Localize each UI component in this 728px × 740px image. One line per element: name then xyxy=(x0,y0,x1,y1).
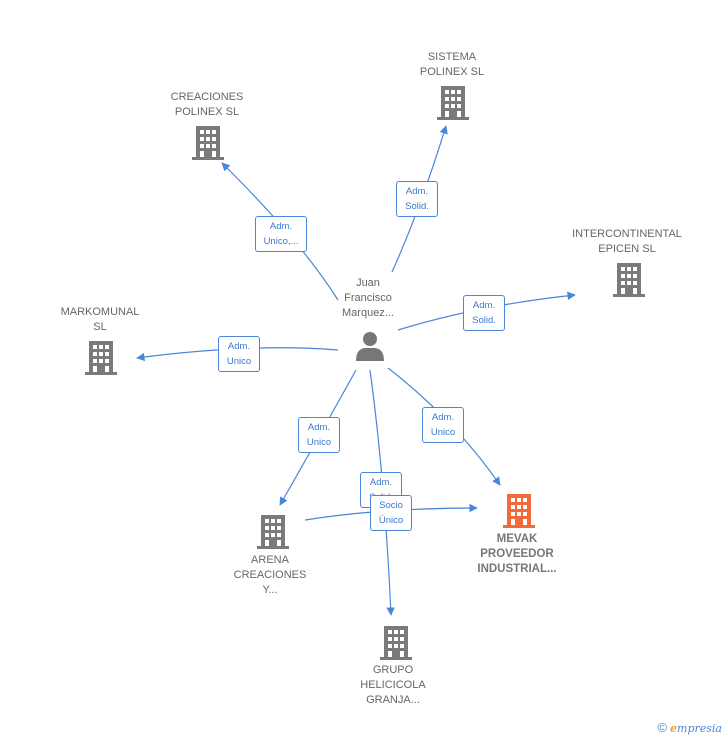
copyright-icon: © xyxy=(657,720,667,735)
building-icon[interactable] xyxy=(192,126,224,160)
edge-label-line: Adm. xyxy=(307,422,331,433)
company-name-line: CREACIONES xyxy=(170,91,244,103)
edge-label-line: Unico xyxy=(226,356,252,367)
building-icon[interactable] xyxy=(437,86,469,120)
edge-label-line: Unico xyxy=(306,437,332,448)
edge-label-intercontinental[interactable]: Adm. Solid. xyxy=(463,295,505,331)
person-name-line: Francisco xyxy=(344,292,392,304)
edge-label-line: Adm. xyxy=(431,412,455,423)
company-name-line: MARKOMUNAL xyxy=(60,306,140,318)
company-name-line: CREACIONES xyxy=(233,569,307,581)
building-icon[interactable] xyxy=(613,263,645,297)
footer-brand: © empresia xyxy=(657,720,722,735)
building-icon[interactable] xyxy=(257,515,289,549)
company-name-line: INDUSTRIAL... xyxy=(477,563,557,575)
edge-label-sistema-polinex[interactable]: Adm. Solid. xyxy=(396,181,438,217)
building-icon[interactable] xyxy=(380,626,412,660)
building-icon[interactable] xyxy=(85,341,117,375)
person-name[interactable]: Juan Francisco Marquez... xyxy=(328,276,408,321)
edge-label-markomunal[interactable]: Adm. Unico xyxy=(218,336,260,372)
brand-rest: mpresia xyxy=(677,722,722,735)
company-name-line: MEVAK xyxy=(496,533,538,545)
company-name-line: SISTEMA xyxy=(427,51,477,63)
person-icon[interactable] xyxy=(355,330,385,362)
edge-label-line: Adm. xyxy=(369,477,393,488)
company-name-line: SL xyxy=(93,321,107,333)
edge-label-line: Adm. xyxy=(269,221,293,232)
building-icon-highlight[interactable] xyxy=(503,494,535,528)
company-name-line: PROVEEDOR xyxy=(480,548,554,560)
company-name-line: INTERCONTINENTAL xyxy=(572,228,682,240)
edge-label-line: Adm. xyxy=(227,341,251,352)
edge-label-line: Unico xyxy=(430,427,456,438)
company-name-line: Y... xyxy=(262,584,278,596)
person-name-line: Juan xyxy=(356,277,380,289)
edge-label-arena-to-mevak[interactable]: Socio Único xyxy=(370,495,412,531)
company-label-mevak[interactable]: MEVAK PROVEEDOR INDUSTRIAL... xyxy=(447,532,587,577)
edge-label-line: Socio xyxy=(379,500,403,511)
company-name-line: POLINEX SL xyxy=(419,66,485,78)
brand-logo: empresia xyxy=(670,722,722,735)
edge-label-line: Adm. xyxy=(472,300,496,311)
company-label-arena-creaciones[interactable]: ARENA CREACIONES Y... xyxy=(200,553,340,598)
company-label-sistema-polinex[interactable]: SISTEMA POLINEX SL xyxy=(382,50,522,80)
company-label-grupo-helicicola[interactable]: GRUPO HELICICOLA GRANJA... xyxy=(323,663,463,708)
person-name-line: Marquez... xyxy=(342,307,394,319)
edge-label-arena[interactable]: Adm. Unico xyxy=(298,417,340,453)
company-label-creaciones-polinex[interactable]: CREACIONES POLINEX SL xyxy=(137,90,277,120)
edge-label-line: Adm. xyxy=(405,186,429,197)
edge-label-line: Único xyxy=(378,515,404,526)
company-name-line: GRANJA... xyxy=(366,694,420,706)
company-name-line: HELICICOLA xyxy=(360,679,426,691)
edge-label-line: Solid. xyxy=(405,201,429,212)
edge-label-mevak[interactable]: Adm. Unico xyxy=(422,407,464,443)
edge-label-line: Unico,... xyxy=(263,236,299,247)
company-label-intercontinental-epicen[interactable]: INTERCONTINENTAL EPICEN SL xyxy=(557,227,697,257)
company-name-line: ARENA xyxy=(251,554,289,566)
edge-label-line: Solid. xyxy=(472,315,496,326)
company-name-line: POLINEX SL xyxy=(174,106,240,118)
company-name-line: EPICEN SL xyxy=(598,243,656,255)
edge-label-creaciones-polinex[interactable]: Adm. Unico,... xyxy=(255,216,307,252)
company-label-markomunal[interactable]: MARKOMUNAL SL xyxy=(30,305,170,335)
company-name-line: GRUPO xyxy=(372,664,414,676)
brand-initial: e xyxy=(670,722,678,735)
